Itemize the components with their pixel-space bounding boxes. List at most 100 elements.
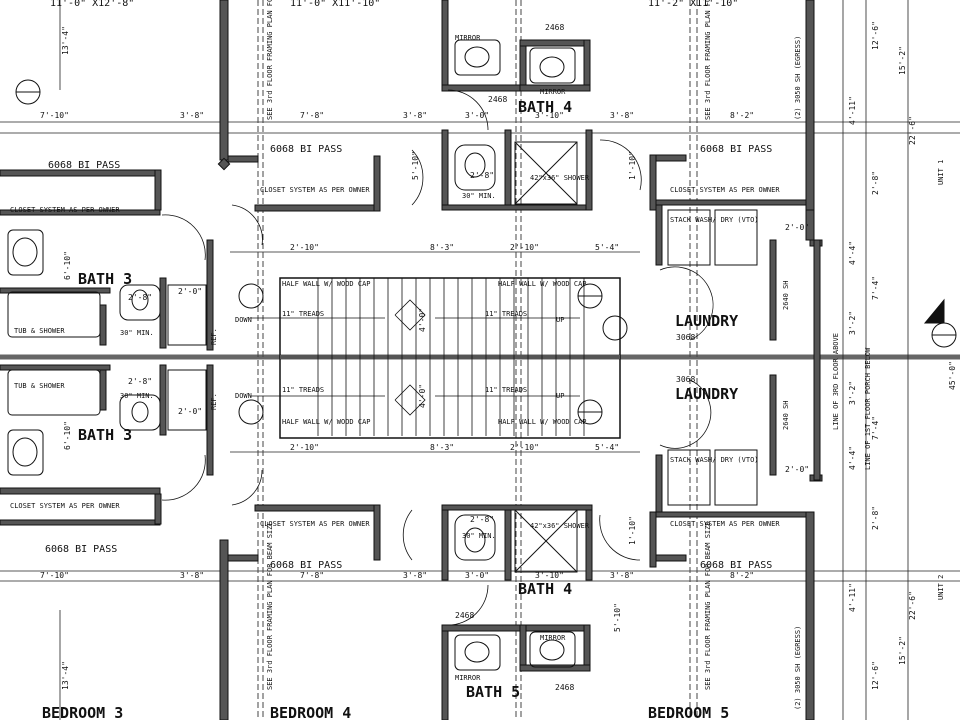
dim-2-8-d: 2'-8" xyxy=(470,515,494,524)
up-bottom: UP xyxy=(556,392,564,400)
dim-7-8-b: 7'-8" xyxy=(300,571,324,580)
mirror-2: MIRROR xyxy=(540,88,566,96)
treads-1: 11" TREADS xyxy=(282,310,324,318)
dim-4-11-bottom: 4'-11" xyxy=(848,583,857,612)
tub-bottom xyxy=(7,369,101,416)
dim-8-2-b: 8'-2" xyxy=(730,571,754,580)
toilet-top xyxy=(454,144,496,191)
labels: BATH 3 BATH 3 BATH 4 BATH 4 BATH 5 LAUND… xyxy=(10,0,957,720)
tub-label-top: TUB & SHOWER xyxy=(14,327,65,335)
unit1-label: UNIT 1 xyxy=(937,160,945,185)
sh2640-top: 2640 SH xyxy=(782,280,790,310)
dim-3-8-b: 3'-8" xyxy=(403,111,427,120)
dim-45-0: 45'-0" xyxy=(948,361,957,390)
dim-5-4-a: 5'-4" xyxy=(595,243,619,252)
treads-3: 11" TREADS xyxy=(282,386,324,394)
dim-4-11-top: 4'-11" xyxy=(848,96,857,125)
dim-7-10-top: 7'-10" xyxy=(40,111,69,120)
dim-3-2-a: 3'-2" xyxy=(848,311,857,335)
dim-4-0-a: 4'-0" xyxy=(418,308,427,332)
closet-5: CLOSET SYSTEM AS PER OWNER xyxy=(260,520,370,528)
dim-2-10-d: 2'-10" xyxy=(510,443,539,452)
dim-3-10-a: 3'-10" xyxy=(535,111,564,120)
room-bath4-top: BATH 4 xyxy=(518,98,572,116)
dim-2-10-c: 2'-10" xyxy=(290,443,319,452)
tub-top xyxy=(7,291,101,338)
framing-3: SEE 3rd FLOOR FRAMING PLAN FOR BEAM SIZE xyxy=(704,0,712,120)
framing-4: SEE 3rd FLOOR FRAMING PLAN FOR BEAM SIZE xyxy=(704,521,712,690)
dim-1-10-b: 1'-10" xyxy=(628,516,637,545)
door-2468-4: 2468 xyxy=(555,683,574,692)
shower-label-top: 42"x36" SHOWER xyxy=(530,174,590,182)
dim-2-10-a: 2'-10" xyxy=(290,243,319,252)
dim-2-0-d: 2'-0" xyxy=(178,407,202,416)
dim-12-6-bottom: 12'-6" xyxy=(871,661,880,690)
door-2468-1: 2468 xyxy=(488,95,507,104)
dim-13-4-bottom: 13'-4" xyxy=(61,661,70,690)
framing-1: SEE 3rd FLOOR FRAMING PLAN FOR BEAM SIZE xyxy=(266,0,274,120)
tub-label-bottom: TUB & SHOWER xyxy=(14,382,65,390)
dim-2-8-c: 2'-8" xyxy=(470,171,494,180)
egress-bottom: (2) 3050 SH (EGRESS) xyxy=(794,626,802,710)
room-laundry-bottom: LAUNDRY xyxy=(675,385,738,403)
dim-2-10-b: 2'-10" xyxy=(510,243,539,252)
min30-3: 30" MIN. xyxy=(120,329,154,337)
dim-2-0-b: 2'-0" xyxy=(785,465,809,474)
dim-5-10-b: 5'-10" xyxy=(613,603,622,632)
dim-3-8-c: 3'-8" xyxy=(610,111,634,120)
down-top: DOWN xyxy=(235,316,252,324)
halfwall-1: HALF WALL W/ WOOD CAP xyxy=(282,280,371,288)
room-bedroom3: BEDROOM 3 xyxy=(42,704,123,720)
room-bath4-bottom: BATH 4 xyxy=(518,580,572,598)
dim-2-8-f: 2'-8" xyxy=(871,506,880,530)
bipass-6: 6068 BI PASS xyxy=(700,560,772,571)
mirror-1: MIRROR xyxy=(455,34,481,42)
down-bottom: DOWN xyxy=(235,392,252,400)
stairs xyxy=(250,277,621,439)
dim-13-4-top: 13'-4" xyxy=(61,26,70,55)
shower-bottom xyxy=(514,509,578,573)
dim-8-3-b: 8'-3" xyxy=(430,443,454,452)
shower-label-bottom: 42"x36" SHOWER xyxy=(530,522,590,530)
bipass-5: 6068 BI PASS xyxy=(270,560,342,571)
dim-4-0-b: 4'-0" xyxy=(418,384,427,408)
dim-3-8-e: 3'-8" xyxy=(403,571,427,580)
room-size-2: 11'-0" X11'-10" xyxy=(290,0,380,9)
door-3068-bottom: 3068 xyxy=(676,375,695,384)
toilet-bottom xyxy=(454,514,496,561)
door-2468-3: 2468 xyxy=(455,611,474,620)
dim-7-8-a: 7'-8" xyxy=(300,111,324,120)
room-bedroom4: BEDROOM 4 xyxy=(270,704,351,720)
min30-4: 30" MIN. xyxy=(120,392,154,400)
dim-12-6-top: 12'-6" xyxy=(871,21,880,50)
shower-top xyxy=(514,141,578,205)
dim-22-6-top: 22'-6" xyxy=(908,116,917,145)
min30-1: 30" MIN. xyxy=(462,192,496,200)
treads-4: 11" TREADS xyxy=(485,386,527,394)
dim-15-2-bottom: 15'-2" xyxy=(898,636,907,665)
min30-2: 30" MIN. xyxy=(462,532,496,540)
dim-7-10-bottom: 7'-10" xyxy=(40,571,69,580)
closet-3: CLOSET SYSTEM AS PER OWNER xyxy=(670,186,780,194)
unit2-label: UNIT 2 xyxy=(937,575,945,600)
dim-3-8-f: 3'-8" xyxy=(610,571,634,580)
walls xyxy=(0,0,823,720)
stack-2: STACK WASH/ DRY (VTO) xyxy=(670,456,759,464)
closet-2: CLOSET SYSTEM AS PER OWNER xyxy=(260,186,370,194)
dim-2-0-c: 2'-0" xyxy=(178,287,202,296)
dim-6-10-b: 6'-10" xyxy=(63,421,72,450)
line-3rd-floor: LINE OF 3RD FLOOR ABOVE xyxy=(832,333,840,430)
up-top: UP xyxy=(556,316,564,324)
sh2640-bottom: 2640 SH xyxy=(782,400,790,430)
ref-bottom: REF. xyxy=(210,393,218,410)
bipass-4: 6068 BI PASS xyxy=(45,544,117,555)
dim-7-4-a: 7'-4" xyxy=(871,276,880,300)
marker-n13-stair xyxy=(602,315,628,341)
room-laundry-top: LAUNDRY xyxy=(675,312,738,330)
closet-6: CLOSET SYSTEM AS PER OWNER xyxy=(670,520,780,528)
dim-6-10-a: 6'-10" xyxy=(63,251,72,280)
closet-4: CLOSET SYSTEM AS PER OWNER xyxy=(10,502,120,510)
dim-2-0-a: 2'-0" xyxy=(785,223,809,232)
room-bedroom5: BEDROOM 5 xyxy=(648,704,729,720)
